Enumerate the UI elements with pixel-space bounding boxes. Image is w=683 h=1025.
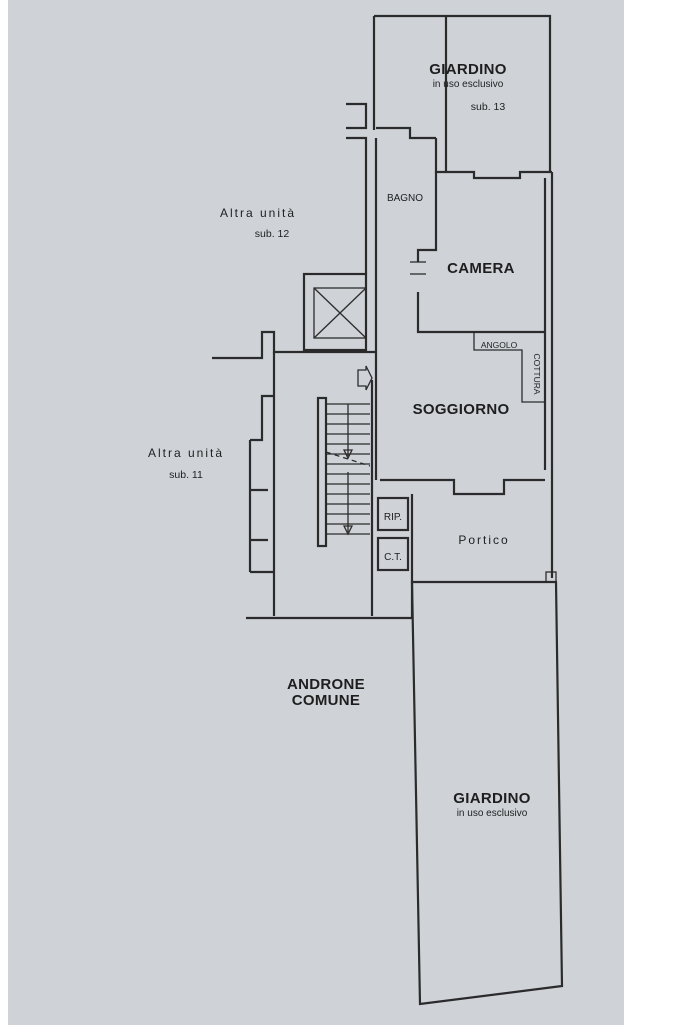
label-ct: C.T. bbox=[384, 552, 402, 563]
label-portico: Portico bbox=[458, 533, 509, 547]
top-garden-outline bbox=[372, 14, 552, 172]
label-giardino-bottom: GIARDINO bbox=[453, 790, 530, 807]
neighbour-walls bbox=[248, 394, 274, 574]
label-soggiorno: SOGGIORNO bbox=[413, 401, 510, 418]
label-altra-unita-11-sub: sub. 11 bbox=[169, 469, 203, 481]
apartment-walls bbox=[302, 102, 554, 496]
label-bagno: BAGNO bbox=[387, 193, 423, 204]
label-altra-unita-12: Altra unità bbox=[220, 206, 296, 220]
label-angolo: ANGOLO bbox=[481, 340, 518, 350]
label-giardino-top: GIARDINO bbox=[429, 61, 506, 78]
label-altra-unita-12-sub: sub. 12 bbox=[255, 228, 290, 240]
label-rip: RIP. bbox=[384, 512, 402, 523]
label-androne-2: COMUNE bbox=[292, 692, 360, 709]
label-androne-1: ANDRONE bbox=[287, 676, 365, 693]
label-giardino-bottom-note: in uso esclusivo bbox=[457, 808, 528, 819]
label-giardino-top-sub: sub. 13 bbox=[471, 101, 506, 113]
label-giardino-top-note: in uso esclusivo bbox=[433, 79, 504, 90]
paper-background bbox=[8, 0, 624, 1025]
label-cottura: COTTURA bbox=[532, 353, 542, 394]
label-altra-unita-11: Altra unità bbox=[148, 446, 224, 460]
label-camera: CAMERA bbox=[447, 260, 515, 277]
bottom-garden-outline bbox=[410, 580, 564, 1006]
